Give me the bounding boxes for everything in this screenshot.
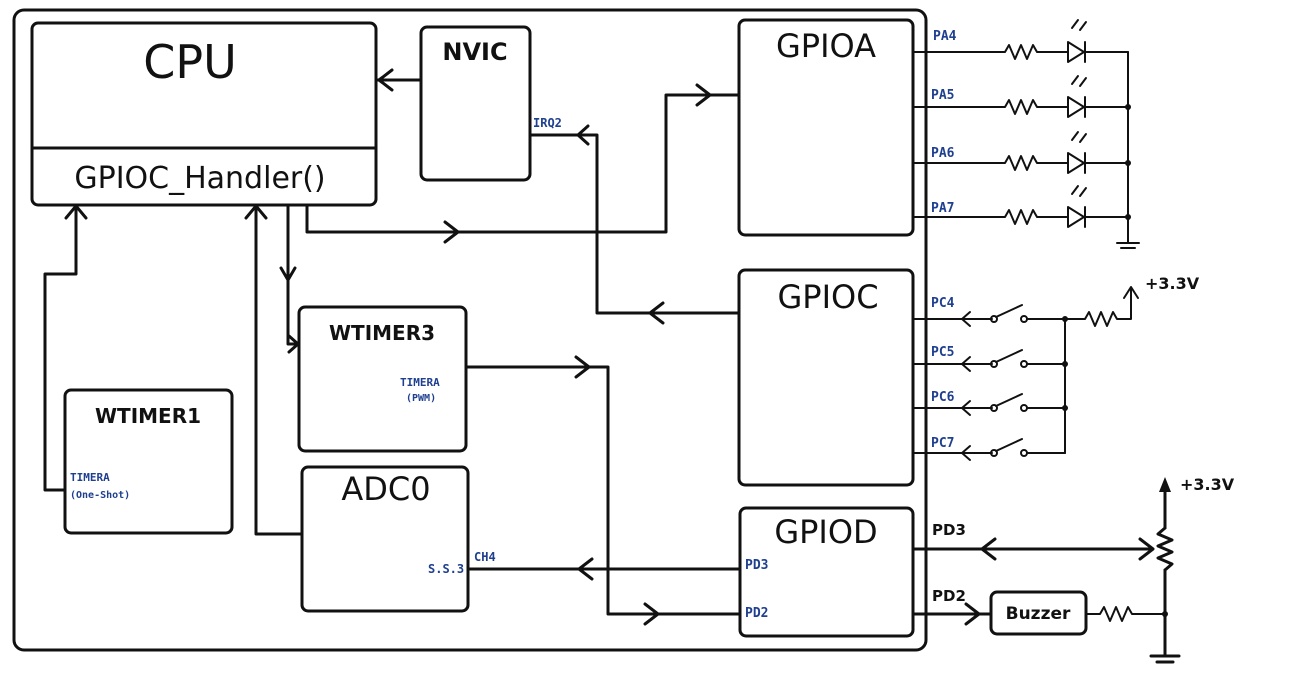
nvic-block: NVIC IRQ2 xyxy=(419,25,562,182)
vcc-pot-label: +3.3V xyxy=(1180,475,1235,494)
wtimer1-timer-label: TIMERA xyxy=(70,471,110,484)
arrow-pd2-buzzer xyxy=(964,602,981,626)
ground-icon-leds xyxy=(1116,242,1140,249)
adc-ch-label: CH4 xyxy=(474,550,496,564)
wtimer1-block: WTIMER1 TIMERA (One-Shot) xyxy=(63,388,234,535)
arrow-wt1-cpu xyxy=(64,204,88,220)
pin-pa4: PA4 xyxy=(933,29,957,44)
gpioc-box xyxy=(737,268,915,487)
wtimer1-label: WTIMER1 xyxy=(95,404,201,428)
gpiod-pd3-label: PD3 xyxy=(745,558,768,573)
wire-adc-cpu xyxy=(254,205,304,536)
buzzer-label: Buzzer xyxy=(1006,604,1071,624)
arrow-cpu-gpioa-2 xyxy=(695,83,712,107)
pin-pa6: PA6 xyxy=(931,146,955,161)
pin-pd2: PD2 xyxy=(932,587,966,605)
led-pa7 xyxy=(912,185,1129,228)
gpioc-label: GPIOC xyxy=(777,278,878,316)
switch-pc6 xyxy=(912,393,1066,416)
switch-pc5 xyxy=(912,349,1066,372)
vcc-arrow-icon xyxy=(1123,286,1139,299)
gpiod-label: GPIOD xyxy=(774,513,877,551)
wire-wt1-cpu xyxy=(43,205,78,492)
nvic-label: NVIC xyxy=(442,38,507,66)
wtimer3-block: WTIMER3 TIMERA (PWM) xyxy=(297,305,468,453)
potentiometer xyxy=(1156,477,1174,657)
vcc-switches-label: +3.3V xyxy=(1145,274,1200,293)
pin-pc7: PC7 xyxy=(931,436,954,451)
arrow-cpu-gpioa-1 xyxy=(443,220,460,244)
wire-cpu-gpioa xyxy=(305,93,741,234)
arrow-pd3-right xyxy=(1138,537,1155,561)
arrow-irq2 xyxy=(576,124,590,146)
gpioc-block: GPIOC xyxy=(737,268,915,487)
pin-pc4: PC4 xyxy=(931,296,955,311)
adc0-box xyxy=(300,465,470,613)
internal-wires xyxy=(43,68,742,626)
handler-label: GPIOC_Handler() xyxy=(74,161,325,196)
gpiod-pd2-label: PD2 xyxy=(745,606,768,621)
arrow-pd3-adc xyxy=(577,557,594,581)
nvic-box xyxy=(419,25,532,182)
pin-pd3: PD3 xyxy=(932,521,966,539)
wtimer1-box xyxy=(63,388,234,535)
arrow-into-wt3 xyxy=(287,334,300,354)
gpiod-block: GPIOD PD3 PD2 xyxy=(738,506,915,638)
switch-array: PC4 PC5 PC6 PC7 xyxy=(912,274,1200,461)
wtimer3-timer-label: TIMERA xyxy=(400,376,440,389)
arrow-pwm-2 xyxy=(643,602,660,626)
pullup-resistor xyxy=(1064,286,1139,327)
gpiod-box xyxy=(738,506,915,638)
wtimer3-box xyxy=(297,305,468,453)
pin-pa7: PA7 xyxy=(931,201,954,216)
wtimer3-mode-label: (PWM) xyxy=(406,393,436,404)
cpu-label: CPU xyxy=(143,35,237,89)
wire-pwm-pd2 xyxy=(464,365,742,616)
gpioa-block: GPIOA xyxy=(737,18,915,237)
cpu-box xyxy=(30,21,378,207)
switch-pc7 xyxy=(912,438,1066,461)
cpu-block: CPU GPIOC_Handler() xyxy=(30,21,378,207)
arrow-pd3-left xyxy=(980,537,997,561)
led-pa6 xyxy=(912,131,1129,174)
pin-pc5: PC5 xyxy=(931,345,954,360)
switch-pc4 xyxy=(912,304,1066,327)
pin-pa5: PA5 xyxy=(931,88,954,103)
ground-icon-pd xyxy=(1149,654,1181,664)
vcc-arrow-pot-icon xyxy=(1159,477,1171,492)
wtimer3-label: WTIMER3 xyxy=(329,321,435,345)
buzzer-resistor xyxy=(1085,606,1166,622)
gpioa-box xyxy=(737,18,915,237)
led-pa5 xyxy=(912,75,1129,118)
led-array: PA4 PA5 PA6 PA7 xyxy=(912,19,1140,249)
arrow-gpioc-left xyxy=(648,301,665,325)
wtimer1-mode-label: (One-Shot) xyxy=(70,490,130,501)
irq2-label: IRQ2 xyxy=(533,116,562,130)
gpiod-external: PD3 PD2 +3.3V Buzzer xyxy=(911,475,1235,664)
arrow-adc-cpu xyxy=(244,204,268,220)
adc-ss-label: S.S.3 xyxy=(428,562,464,576)
wire-gpioc-irq2 xyxy=(528,133,741,315)
arrow-nvic-cpu xyxy=(377,68,394,92)
pin-pc6: PC6 xyxy=(931,390,955,405)
led-pa4 xyxy=(912,19,1129,63)
adc0-label: ADC0 xyxy=(341,470,430,508)
gpioa-label: GPIOA xyxy=(776,27,876,65)
arrow-pwm-1 xyxy=(574,355,591,379)
wire-cpu-wt3 xyxy=(286,278,301,346)
adc0-block: ADC0 S.S.3 CH4 xyxy=(300,465,496,613)
